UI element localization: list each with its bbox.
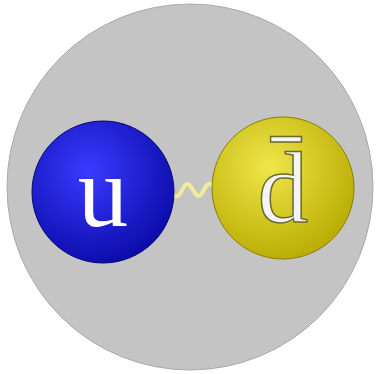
quark-label: u (78, 142, 128, 243)
antiquark-circle: d̄ (211, 116, 355, 260)
hadron-circle (7, 4, 373, 370)
gluon-line (171, 184, 215, 197)
quark-circle: u (31, 120, 175, 264)
quark-label: d̄ (258, 138, 308, 239)
